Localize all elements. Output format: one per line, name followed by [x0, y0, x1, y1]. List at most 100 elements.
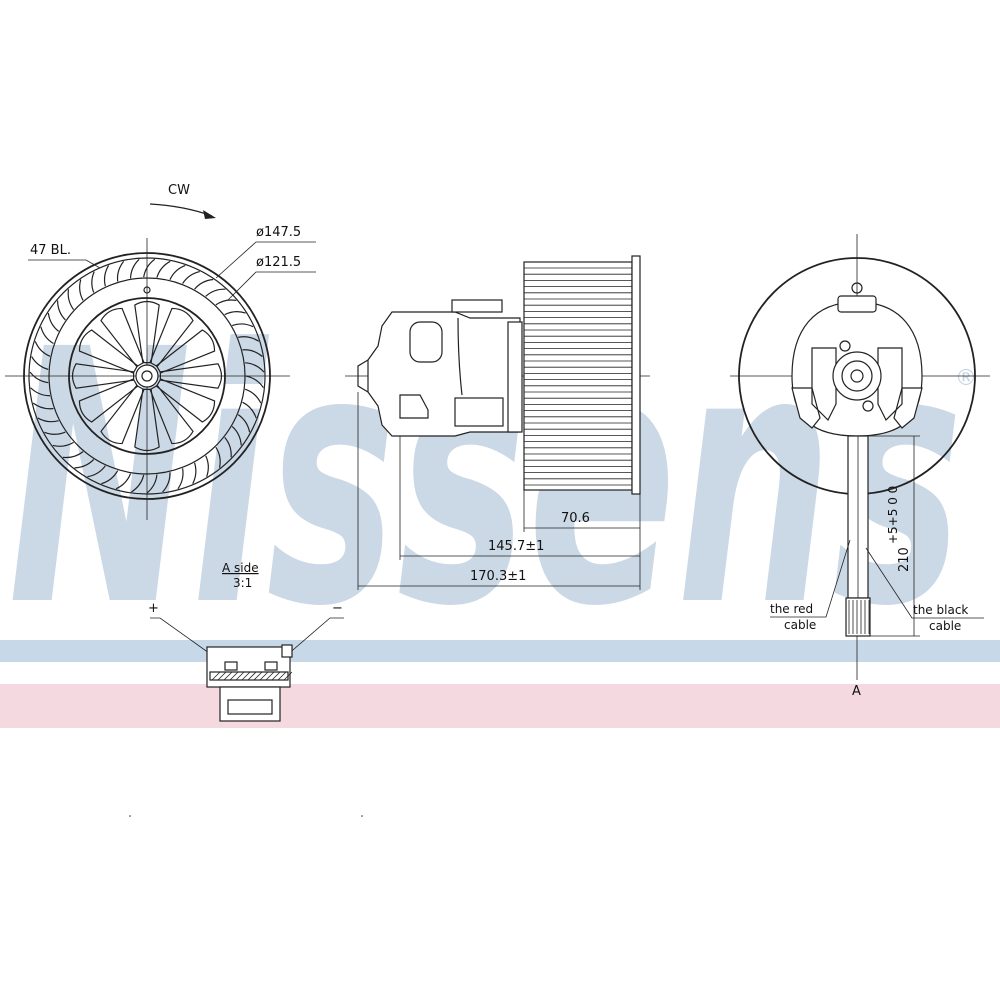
hatch-line: [223, 671, 233, 681]
fan-blade: [37, 417, 59, 423]
fan-blade: [115, 473, 132, 490]
connector-cap: [281, 644, 293, 658]
fan-drum: [523, 261, 633, 491]
black-cable-leader: [865, 547, 984, 619]
motor-mount-tab: [507, 321, 523, 433]
inner-diameter-label: ø121.5: [256, 255, 301, 270]
hub-spoke: [100, 307, 145, 368]
pink-band: [0, 684, 1000, 728]
motor-inner-left: [811, 347, 837, 422]
fan-blade: [40, 326, 54, 345]
rear-screw-2: [862, 400, 874, 412]
motor-connector-block: [454, 397, 504, 427]
outer-rim-inner: [28, 257, 266, 495]
rotation-arrow: [149, 203, 213, 217]
stray-dot-2: [361, 815, 363, 817]
fan-blade: [231, 426, 242, 446]
fan-blade: [237, 414, 251, 433]
cable-tolerance-label: +5+5 0 0: [886, 486, 900, 544]
fan-blade: [238, 336, 260, 342]
hatch-line: [217, 671, 227, 681]
motor-inner-right: [877, 347, 903, 422]
hatch-line: [253, 671, 263, 681]
blade-inner-ring: [48, 277, 246, 475]
fan-blade: [116, 260, 125, 282]
hub-spoke: [78, 329, 139, 374]
hub-spoke: [71, 363, 135, 389]
blade-count-leader: [28, 259, 101, 269]
hub-spoke: [149, 307, 194, 368]
fan-blade: [31, 356, 49, 370]
fan-blade: [131, 474, 145, 493]
hub-mark: [143, 286, 151, 294]
motor-top-bracket: [451, 299, 503, 313]
fan-blade: [162, 472, 171, 493]
outer-diameter-leader: [215, 241, 316, 279]
fan-blade: [169, 264, 186, 280]
cable-connector: [845, 597, 871, 637]
motor-housing-lobe-left: [791, 387, 821, 429]
watermark-registered: ®: [955, 366, 977, 391]
view-marker: A: [852, 684, 861, 699]
fan-blade: [146, 474, 158, 494]
rear-hub-outer: [832, 351, 882, 401]
fan-blade: [194, 278, 214, 290]
fan-blade: [91, 271, 95, 293]
outer-diameter-label: ø147.5: [256, 225, 301, 240]
red-cable-label-1: the red: [770, 602, 813, 616]
fan-blades: [29, 258, 265, 494]
fan-blade: [47, 312, 60, 332]
hub-spokes: [71, 300, 223, 452]
cable-length-label: 210: [897, 547, 912, 572]
fan-blade: [231, 323, 254, 328]
dim-body-length: 145.7±1: [488, 539, 544, 554]
hatch-line: [259, 671, 269, 681]
hub-center: [135, 364, 159, 388]
fan-blade: [101, 470, 119, 485]
connector-pin-left: [224, 661, 238, 671]
minus-label: −: [332, 601, 343, 616]
hatch-line: [283, 671, 293, 681]
hub-outer: [68, 297, 226, 455]
connector-pin-right: [264, 661, 278, 671]
fan-blade: [224, 436, 232, 458]
fan-blade: [177, 468, 184, 490]
fan-blade: [67, 289, 75, 310]
motor-side-housing: [457, 317, 463, 396]
fan-blade: [192, 462, 197, 484]
motor-end-cap: [357, 359, 369, 393]
hub-spoke: [134, 388, 160, 452]
fan-blade: [215, 299, 237, 306]
hub-shaft: [141, 370, 153, 382]
front-view: CW 47 BL. ø147.5 ø121.5: [5, 183, 316, 520]
fan-blade: [242, 401, 257, 419]
fan-blade: [87, 465, 106, 478]
fan-blade: [44, 431, 66, 435]
rear-hub-shaft: [850, 369, 864, 383]
rotation-arrow-head: [203, 210, 216, 219]
connector-scale: 3:1: [233, 576, 252, 590]
hub-spoke: [155, 378, 216, 423]
fan-blade: [244, 388, 262, 404]
fan-blade: [32, 402, 54, 410]
motor-top-clip: [837, 295, 877, 313]
fan-blade: [29, 371, 49, 384]
plus-label: +: [148, 601, 159, 616]
fan-blade: [224, 311, 246, 316]
connector-detail: A side 3:1 + −: [148, 561, 344, 722]
hub-spoke: [78, 378, 139, 423]
connector-hatch: [211, 671, 293, 681]
motor-housing-lobe-right: [893, 387, 923, 429]
outer-rim: [23, 252, 271, 500]
fan-blade: [245, 375, 264, 389]
hatch-line: [235, 671, 245, 681]
dim-fan-width: 70.6: [561, 511, 590, 526]
hatch-line: [211, 671, 221, 681]
blade-count-label: 47 BL.: [30, 243, 71, 258]
rear-view: 210 +5+5 0 0 the red cable the black cab…: [730, 234, 990, 699]
fan-blade: [156, 260, 171, 278]
hatch-line: [247, 671, 257, 681]
hatch-line: [277, 671, 287, 681]
fan-drum-fins: [524, 267, 632, 486]
